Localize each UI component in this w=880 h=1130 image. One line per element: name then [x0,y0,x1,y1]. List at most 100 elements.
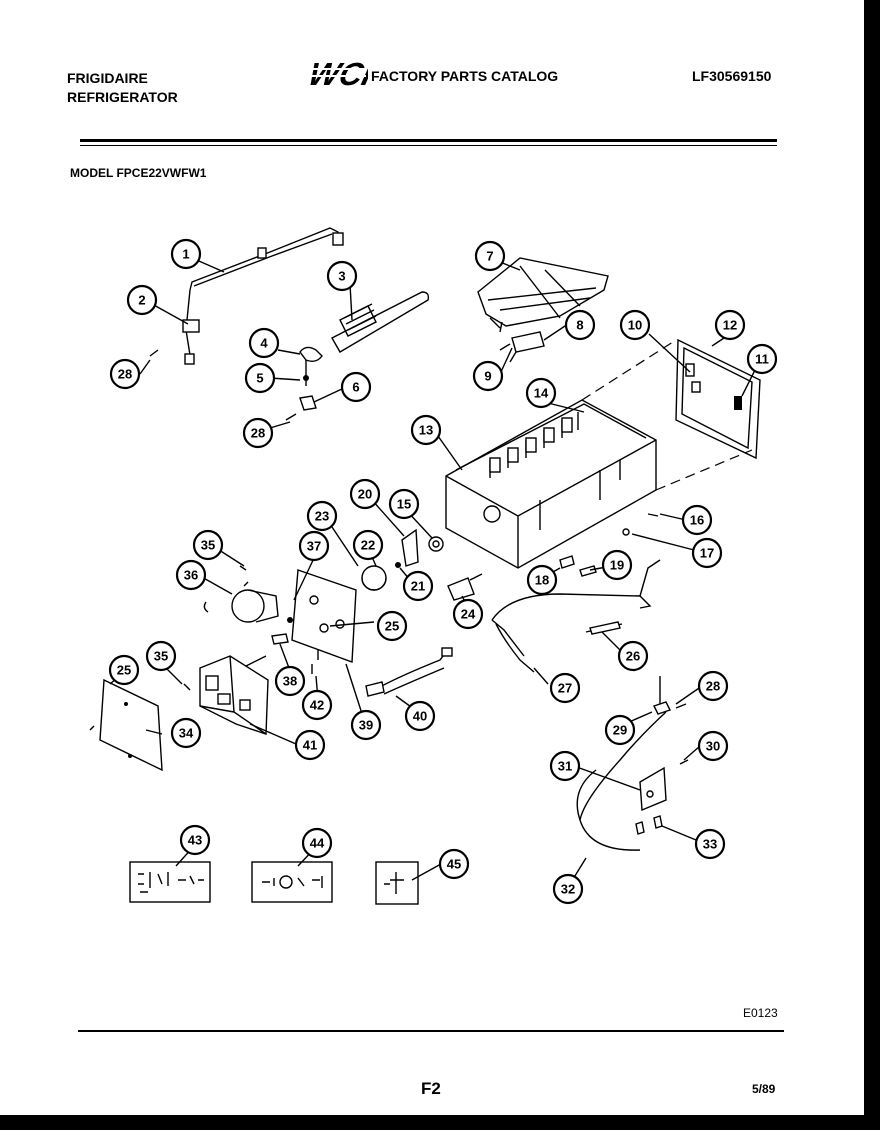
svg-text:27: 27 [558,681,572,696]
screw-28c-drawing [675,703,687,709]
part-3-drawing [331,291,430,353]
callout-14: 14 [525,377,557,409]
callout-39: 39 [350,709,382,741]
callout-17: 17 [691,537,723,569]
svg-text:35: 35 [154,649,168,664]
wci-logo: WCI [305,56,368,90]
callout-29: 29 [604,714,636,746]
callout-44: 44 [301,827,333,859]
parts-catalog-page: FRIGIDAIRE REFRIGERATOR WCI FACTORY PART… [0,0,864,1115]
callout-25: 25 [376,610,408,642]
page-number: F2 [421,1079,441,1098]
part-45-drawing [375,861,419,905]
callout-31: 31 [549,750,581,782]
logo-lettering: WCI [305,56,368,90]
svg-text:11: 11 [755,352,769,367]
svg-text:41: 41 [303,738,317,753]
callout-5: 5 [244,362,276,394]
callout-7: 7 [474,240,506,272]
part-35a-drawing [239,565,247,571]
callout-35: 35 [192,529,224,561]
svg-text:19: 19 [610,558,624,573]
svg-text:2: 2 [138,293,145,308]
svg-text:32: 32 [561,882,575,897]
svg-text:42: 42 [310,698,324,713]
exploded-parts-diagram: 1 2 28 3 4 5 6 28 7 8 9 10 12 11 14 13 1… [89,227,778,905]
part-12-drawing [675,338,761,460]
screw-28a-drawing [149,349,159,357]
part-38-drawing [271,633,289,645]
callout-16: 16 [681,504,713,536]
svg-text:17: 17 [700,546,714,561]
callout-18: 18 [526,564,558,596]
svg-text:24: 24 [461,607,476,622]
part-37-drawing [287,617,293,623]
part-17-drawing [622,528,630,536]
part-18-drawing [559,555,575,569]
part-10-drawing [685,363,695,377]
callout-3: 3 [326,260,358,292]
callout-20: 20 [349,478,381,510]
callout-30: 30 [697,730,729,762]
svg-text:22: 22 [361,538,375,553]
callout-35: 35 [145,640,177,672]
callout-36: 36 [175,559,207,591]
callout-22: 22 [352,529,384,561]
footer-rule [78,1030,784,1032]
callout-9: 9 [472,360,504,392]
callout-11: 11 [746,343,778,375]
drawing-code: E0123 [743,1006,778,1020]
callout-23: 23 [306,500,338,532]
callout-15: 15 [388,488,420,520]
callout-26: 26 [617,640,649,672]
callout-12: 12 [714,309,746,341]
callout-28: 28 [109,358,141,390]
part-34-drawing [99,678,163,772]
part-5-drawing [303,375,309,381]
product-type: REFRIGERATOR [67,89,178,105]
part-15-drawing [428,536,444,552]
svg-text:26: 26 [626,649,640,664]
svg-text:30: 30 [706,739,720,754]
svg-text:13: 13 [419,423,433,438]
callout-32: 32 [552,873,584,905]
svg-text:38: 38 [283,674,297,689]
svg-text:45: 45 [447,857,461,872]
part-43-drawing [129,861,211,903]
svg-text:20: 20 [358,487,372,502]
callout-21: 21 [402,570,434,602]
header-rule [80,139,777,142]
svg-text:18: 18 [535,573,549,588]
svg-text:37: 37 [307,539,321,554]
svg-text:25: 25 [385,619,399,634]
callout-42: 42 [301,689,333,721]
part-24-drawing [447,577,475,601]
svg-text:4: 4 [260,336,268,351]
catalog-number: LF30569150 [692,68,772,84]
part-40-drawing [377,651,447,689]
callout-2: 2 [126,284,158,316]
header-rule-thin [80,145,777,146]
part-42-drawing [311,650,319,674]
part-6-drawing [299,395,317,411]
callout-28: 28 [697,670,729,702]
svg-text:14: 14 [534,386,549,401]
svg-text:23: 23 [315,509,329,524]
scan-edge-mark [0,1095,8,1113]
callout-33: 33 [694,828,726,860]
part-8-drawing [511,331,545,353]
callout-24: 24 [452,598,484,630]
callout-38: 38 [274,665,306,697]
callout-34: 34 [170,717,202,749]
svg-text:9: 9 [484,369,491,384]
svg-text:6: 6 [352,380,359,395]
part-39-drawing [291,569,357,663]
parts-artwork [89,227,761,905]
svg-text:40: 40 [413,709,427,724]
catalog-title: FACTORY PARTS CATALOG [371,68,559,84]
svg-text:3: 3 [338,269,345,284]
svg-text:29: 29 [613,723,627,738]
svg-text:15: 15 [397,497,411,512]
callout-19: 19 [601,549,633,581]
svg-text:43: 43 [188,833,202,848]
